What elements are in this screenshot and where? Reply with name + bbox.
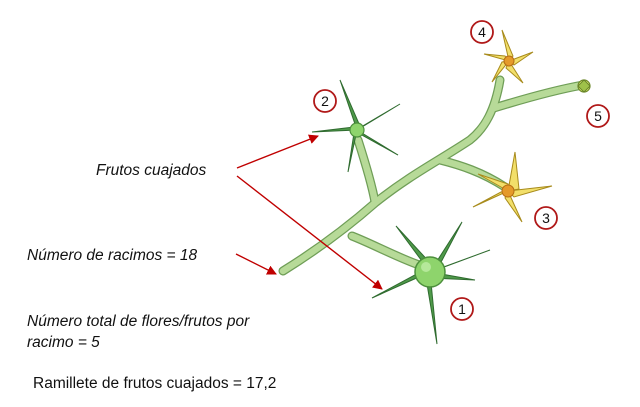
arrow-to-stem-base xyxy=(235,253,277,275)
bud-5 xyxy=(577,79,591,93)
annotation-arrows xyxy=(235,134,383,290)
label-frutos-cuajados: Frutos cuajados xyxy=(96,162,207,179)
label-ramillete: Ramillete de frutos cuajados = 17,2 xyxy=(33,375,277,392)
fruit-1 xyxy=(371,221,491,345)
svg-text:5: 5 xyxy=(594,108,602,124)
marker-4: 4 xyxy=(470,20,494,44)
marker-1: 1 xyxy=(450,297,474,321)
label-total-flores-line2: racimo = 5 xyxy=(27,334,100,351)
petals-4 xyxy=(483,29,534,84)
raceme-stem xyxy=(278,75,588,276)
svg-text:1: 1 xyxy=(458,301,466,317)
label-numero-racimos: Número de racimos = 18 xyxy=(27,247,198,264)
petals-3 xyxy=(472,151,553,223)
fruit-2 xyxy=(311,79,401,173)
arrow-to-fruit-1 xyxy=(236,175,383,290)
svg-text:4: 4 xyxy=(478,24,486,40)
marker-2: 2 xyxy=(313,89,337,113)
flower-3 xyxy=(472,151,553,223)
marker-5: 5 xyxy=(586,104,610,128)
label-total-flores-line1: Número total de flores/frutos por xyxy=(27,313,250,330)
arrow-to-fruit-2 xyxy=(236,134,319,169)
svg-text:2: 2 xyxy=(321,93,329,109)
svg-text:3: 3 xyxy=(542,210,550,226)
marker-3: 3 xyxy=(534,206,558,230)
flower-4 xyxy=(483,29,534,84)
